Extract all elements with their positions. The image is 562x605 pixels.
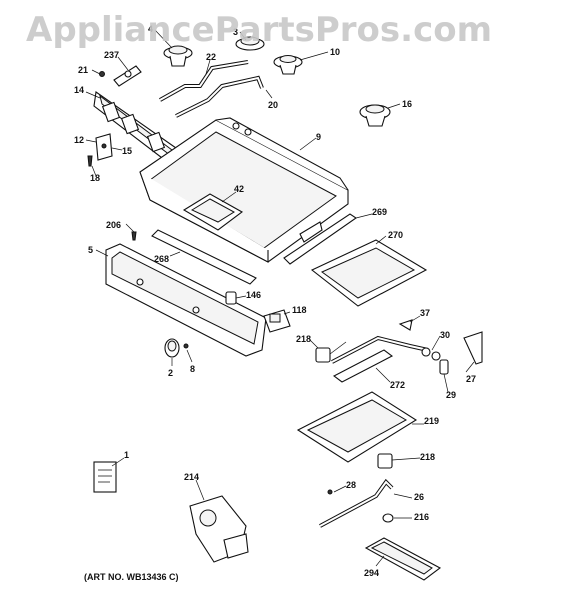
knob-2[interactable] [164, 338, 180, 358]
burner-cap-3[interactable] [235, 36, 265, 51]
callout-label: 10 [330, 47, 340, 57]
screw-18[interactable] [87, 155, 93, 167]
clip-37[interactable] [398, 319, 413, 331]
callout-label: 5 [88, 245, 93, 255]
callout-label: 1 [124, 450, 129, 460]
bake-burner-tube[interactable] [331, 335, 429, 364]
callout-label: 30 [440, 330, 450, 340]
callout-label: 21 [78, 65, 88, 75]
callout-label: 214 [184, 472, 199, 482]
callout-label: 219 [424, 416, 439, 426]
callout-label: 14 [74, 85, 84, 95]
callout-label: 218 [296, 334, 311, 344]
front-panel-5[interactable] [105, 243, 267, 357]
callout-label: 269 [372, 207, 387, 217]
vent-42[interactable] [182, 193, 244, 231]
watermark-logo: AppliancePartsPros.com [26, 10, 493, 50]
strip-268[interactable] [151, 229, 257, 285]
callout-label: 118 [292, 305, 307, 315]
callout-label: 294 [364, 568, 379, 578]
callout-label: 28 [346, 480, 356, 490]
broil-tube-26[interactable] [319, 478, 394, 528]
clip-146[interactable] [225, 291, 237, 305]
callout-label: 270 [388, 230, 403, 240]
bracket-12-15[interactable] [95, 133, 113, 161]
heat-shield-270[interactable] [310, 239, 428, 307]
bracket-27[interactable] [463, 331, 483, 365]
callout-label: 29 [446, 390, 456, 400]
burner-tube-22[interactable] [159, 60, 264, 118]
art-number: (ART NO. WB13436 C) [84, 572, 179, 582]
screw-8[interactable] [183, 343, 189, 349]
ignitor-29[interactable] [439, 359, 449, 375]
callout-label: 8 [190, 364, 195, 374]
callout-label: 4 [148, 24, 153, 34]
nut-216[interactable] [382, 513, 394, 523]
spreader-272[interactable] [332, 349, 394, 383]
orifice-30[interactable] [421, 347, 441, 361]
callout-label: 146 [246, 290, 261, 300]
callout-label: 26 [414, 492, 424, 502]
valve-237[interactable] [113, 65, 142, 87]
screw-21[interactable] [99, 71, 105, 77]
burner-head-10[interactable] [273, 55, 303, 75]
callout-label: 20 [268, 100, 278, 110]
burner-head-4[interactable] [163, 45, 193, 67]
igniter-218-upper[interactable] [315, 341, 347, 363]
regulator-214[interactable] [189, 495, 249, 563]
screw-206[interactable] [131, 231, 137, 241]
literature-card-1[interactable] [93, 461, 117, 493]
baffle-294[interactable] [364, 537, 442, 581]
callout-label: 272 [390, 380, 405, 390]
callout-label: 37 [420, 308, 430, 318]
callout-label: 12 [74, 135, 84, 145]
burner-plate-219[interactable] [296, 391, 418, 463]
screw-28[interactable] [327, 489, 333, 495]
igniter-118[interactable] [263, 309, 291, 333]
burner-head-16[interactable] [359, 104, 391, 127]
callout-label: 216 [414, 512, 429, 522]
callout-label: 237 [104, 50, 119, 60]
callout-label: 22 [206, 52, 216, 62]
leader-lines [85, 29, 475, 567]
igniter-218-lower[interactable] [377, 453, 393, 469]
callout-label: 16 [402, 99, 412, 109]
callout-label: 3 [233, 27, 238, 37]
callout-label: 15 [122, 146, 132, 156]
callout-label: 206 [106, 220, 121, 230]
callout-label: 42 [234, 184, 244, 194]
callout-label: 9 [316, 132, 321, 142]
callout-label: 218 [420, 452, 435, 462]
callout-labels: 4 3 237 22 10 21 14 20 16 9 12 15 18 42 … [74, 24, 476, 578]
callout-label: 2 [168, 368, 173, 378]
callout-label: 27 [466, 374, 476, 384]
callout-label: 18 [90, 173, 100, 183]
callout-label: 268 [154, 254, 169, 264]
